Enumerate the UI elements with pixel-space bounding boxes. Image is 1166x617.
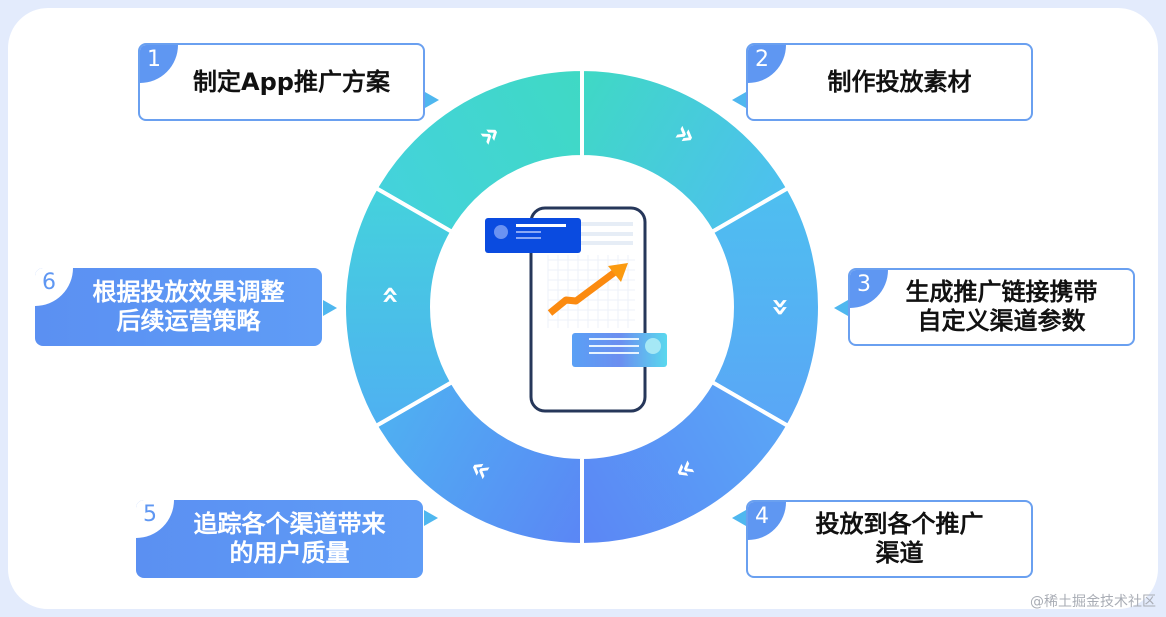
step-number-badge: 1 [140,45,178,83]
step-text: 制定App推广方案 [193,67,390,96]
step-text: 追踪各个渠道带来 [193,510,386,538]
step-number-badge: 3 [850,270,888,308]
pointer-1 [425,92,439,108]
pointer-4 [732,510,746,526]
step-1-box: 1 制定App推广方案 [138,43,425,121]
step-number-badge: 6 [35,268,73,306]
pointer-6 [323,300,337,316]
step-text: 制作投放素材 [827,67,972,96]
watermark: @稀土掘金技术社区 [1030,594,1156,610]
ring-segment-6 [342,185,455,429]
step-number-badge: 5 [136,500,174,538]
step-text: 自定义渠道参数 [917,307,1086,335]
step-text: 投放到各个推广 [815,510,984,538]
step-3-box: 3 生成推广链接携带自定义渠道参数 [848,268,1135,346]
step-text: 生成推广链接携带 [905,278,1098,306]
step-number-badge: 2 [748,45,786,83]
step-number-badge: 4 [748,502,786,540]
pointer-3 [834,300,848,316]
step-2-box: 2 制作投放素材 [746,43,1033,121]
step-5-box: 5 追踪各个渠道带来的用户质量 [136,500,423,578]
step-4-box: 4 投放到各个推广渠道 [746,500,1033,578]
step-6-box: 6 根据投放效果调整后续运营策略 [35,268,322,346]
step-text: 渠道 [875,539,924,567]
step-text: 后续运营策略 [116,307,261,335]
pointer-2 [732,92,746,108]
step-text: 的用户质量 [229,539,350,567]
pointer-5 [424,510,438,526]
step-text: 根据投放效果调整 [92,278,285,306]
